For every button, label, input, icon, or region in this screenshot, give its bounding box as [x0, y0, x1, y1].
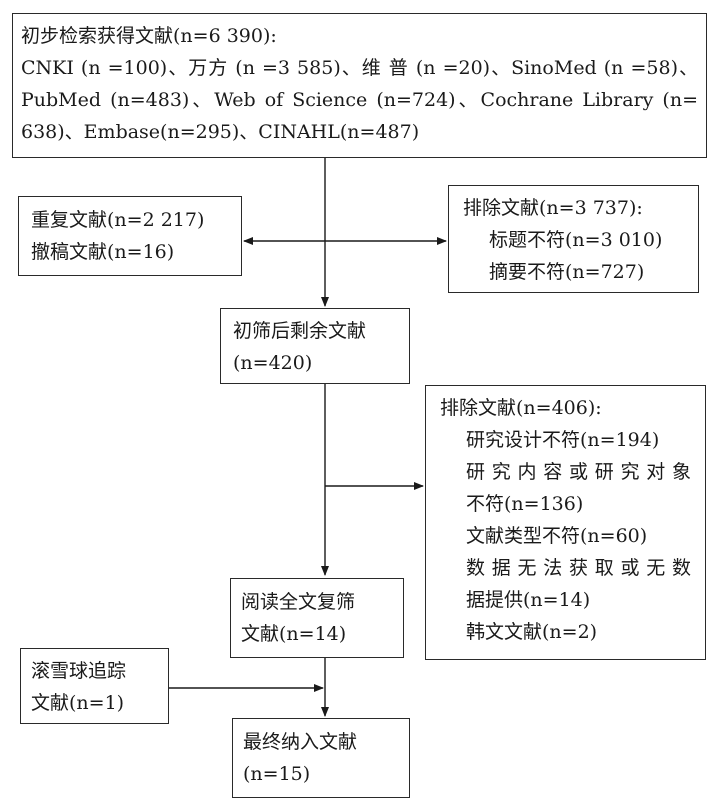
remaining-after-screen-box: 初筛后剩余文献 (n=420) [220, 308, 410, 384]
final-line-0: 最终纳入文献 [243, 731, 358, 753]
initial-search-box: 初步检索获得文献(n=6 390): CNKI (n =100)、万方 (n =… [12, 13, 707, 158]
final-line-1: (n=15) [243, 763, 311, 785]
initial-search-line-3: 638)、Embase(n=295)、CINAHL(n=487) [21, 121, 420, 143]
excluded-second-line-2: 研究内容或研究对象 [466, 461, 691, 483]
excluded-second-line-6: 据提供(n=14) [466, 589, 591, 611]
initial-search-title: 初步检索获得文献(n=6 390): [21, 25, 277, 47]
excluded-second-line-3: 不符(n=136) [466, 493, 584, 515]
fulltext-line-1: 文献(n=14) [241, 623, 347, 645]
snowball-line-0: 滚雪球追踪 [31, 660, 127, 682]
excluded-second-line-4: 文献类型不符(n=60) [466, 525, 648, 547]
duplicates-line-0: 重复文献(n=2 217) [31, 209, 205, 231]
excluded-first-line-2: 摘要不符(n=727) [489, 261, 645, 283]
excluded-second-line-1: 研究设计不符(n=194) [466, 429, 660, 451]
excluded-first-title: 排除文献(n=3 737): [463, 197, 643, 219]
excluded-first-box: 排除文献(n=3 737): 标题不符(n=3 010) 摘要不符(n=727) [448, 185, 699, 293]
snowball-box: 滚雪球追踪 文献(n=1) [20, 648, 169, 724]
snowball-line-1: 文献(n=1) [31, 692, 125, 714]
initial-search-line-1: CNKI (n =100)、万方 (n =3 585)、维 普 (n =20)、… [21, 57, 698, 79]
excluded-second-line-7: 韩文文献(n=2) [466, 621, 598, 643]
fulltext-line-0: 阅读全文复筛 [241, 591, 356, 613]
duplicates-box: 重复文献(n=2 217) 撤稿文献(n=16) [18, 196, 242, 276]
final-included-box: 最终纳入文献 (n=15) [232, 718, 410, 798]
remaining-line-0: 初筛后剩余文献 [233, 320, 367, 342]
remaining-line-1: (n=420) [233, 352, 313, 374]
excluded-second-line-5: 数据无法获取或无数 [466, 557, 691, 579]
duplicates-line-1: 撤稿文献(n=16) [31, 241, 175, 263]
initial-search-line-2: PubMed (n=483)、Web of Science (n=724)、Co… [21, 89, 698, 111]
excluded-first-line-1: 标题不符(n=3 010) [489, 229, 663, 251]
fulltext-rescreen-box: 阅读全文复筛 文献(n=14) [230, 578, 404, 658]
excluded-second-title: 排除文献(n=406): [440, 397, 602, 419]
excluded-second-box: 排除文献(n=406): 研究设计不符(n=194) 研究内容或研究对象 不符(… [425, 385, 706, 660]
